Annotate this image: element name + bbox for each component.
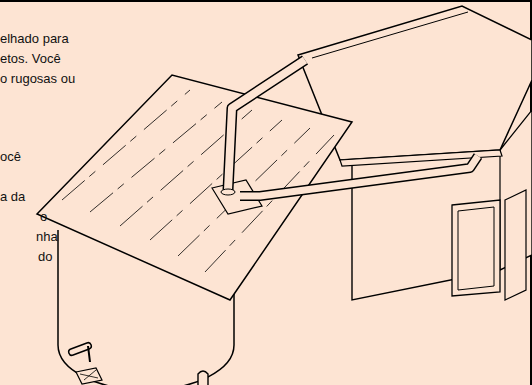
downpipe (240, 156, 478, 196)
pipe-mouth (221, 189, 235, 195)
text-fragment: do (38, 249, 52, 264)
outlet-valve (198, 371, 208, 385)
text-fragment: elhado para (0, 31, 69, 46)
text-fragment: ocê (0, 149, 21, 164)
window (505, 190, 526, 300)
tap-spout (88, 346, 90, 362)
text-fragment: o rugosas ou (0, 71, 75, 86)
window-frame (458, 207, 494, 290)
drain-grate (76, 368, 102, 384)
tap (72, 346, 88, 352)
downpipe (228, 60, 305, 190)
downpipe (228, 60, 305, 190)
text-fragment: nha (36, 229, 58, 244)
text-fragment: a da (0, 189, 25, 204)
drain-grate (80, 370, 98, 380)
window (452, 200, 500, 296)
text-fragment: etos. Você (0, 51, 61, 66)
frame-line (0, 0, 532, 2)
downpipe (240, 156, 478, 196)
roof-edge (312, 12, 468, 58)
text-fragment: o (40, 209, 47, 224)
tap (72, 346, 88, 352)
sheet-planks (62, 90, 334, 272)
